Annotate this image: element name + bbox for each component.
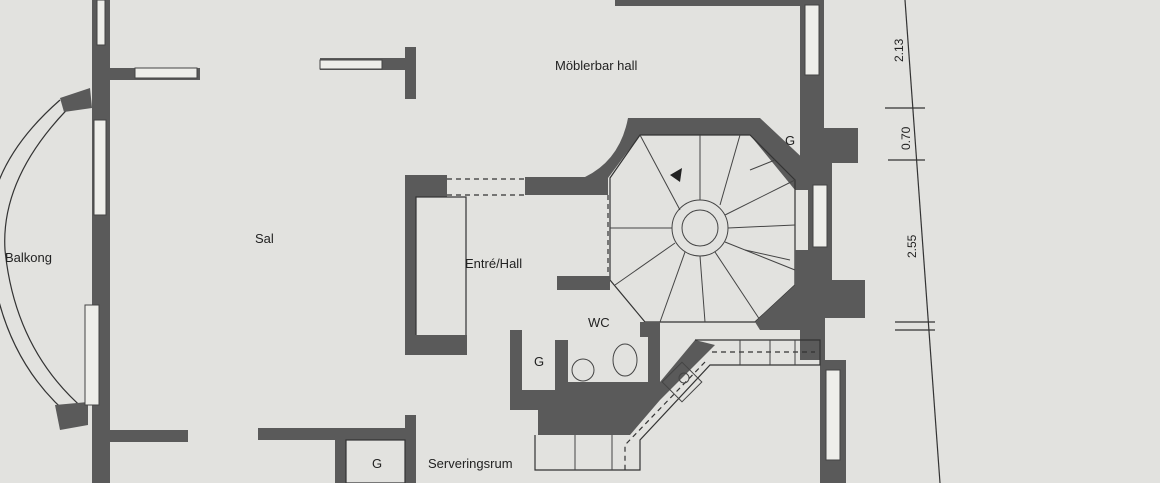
room-label-sal: Sal <box>255 231 274 246</box>
room-label-moblerbar-hall: Möblerbar hall <box>555 58 637 73</box>
balcony <box>0 88 92 430</box>
washbasin-icon <box>571 358 595 382</box>
partitions <box>258 0 800 483</box>
wc-kitchen <box>510 276 821 471</box>
dimension-line <box>885 0 941 483</box>
closet-label-g-servering: G <box>372 456 382 471</box>
room-label-serveringsrum: Serveringsrum <box>428 456 513 471</box>
dimension-2-55: 2.55 <box>905 234 919 258</box>
left-wall <box>84 0 200 483</box>
dimension-2-13: 2.13 <box>892 38 906 62</box>
room-label-balkong: Balkong <box>5 250 52 265</box>
staircase <box>525 118 810 323</box>
room-label-wc: WC <box>588 315 610 330</box>
closet-label-g-wc: G <box>534 354 544 369</box>
stair-arrow-icon <box>670 168 682 182</box>
right-wall <box>755 0 865 483</box>
toilet-icon <box>612 343 638 377</box>
closet-label-g-stair: G <box>785 133 795 148</box>
room-label-entre-hall: Entré/Hall <box>465 256 522 271</box>
sink-icon <box>661 361 703 403</box>
dimension-0-70: 0.70 <box>899 126 913 150</box>
